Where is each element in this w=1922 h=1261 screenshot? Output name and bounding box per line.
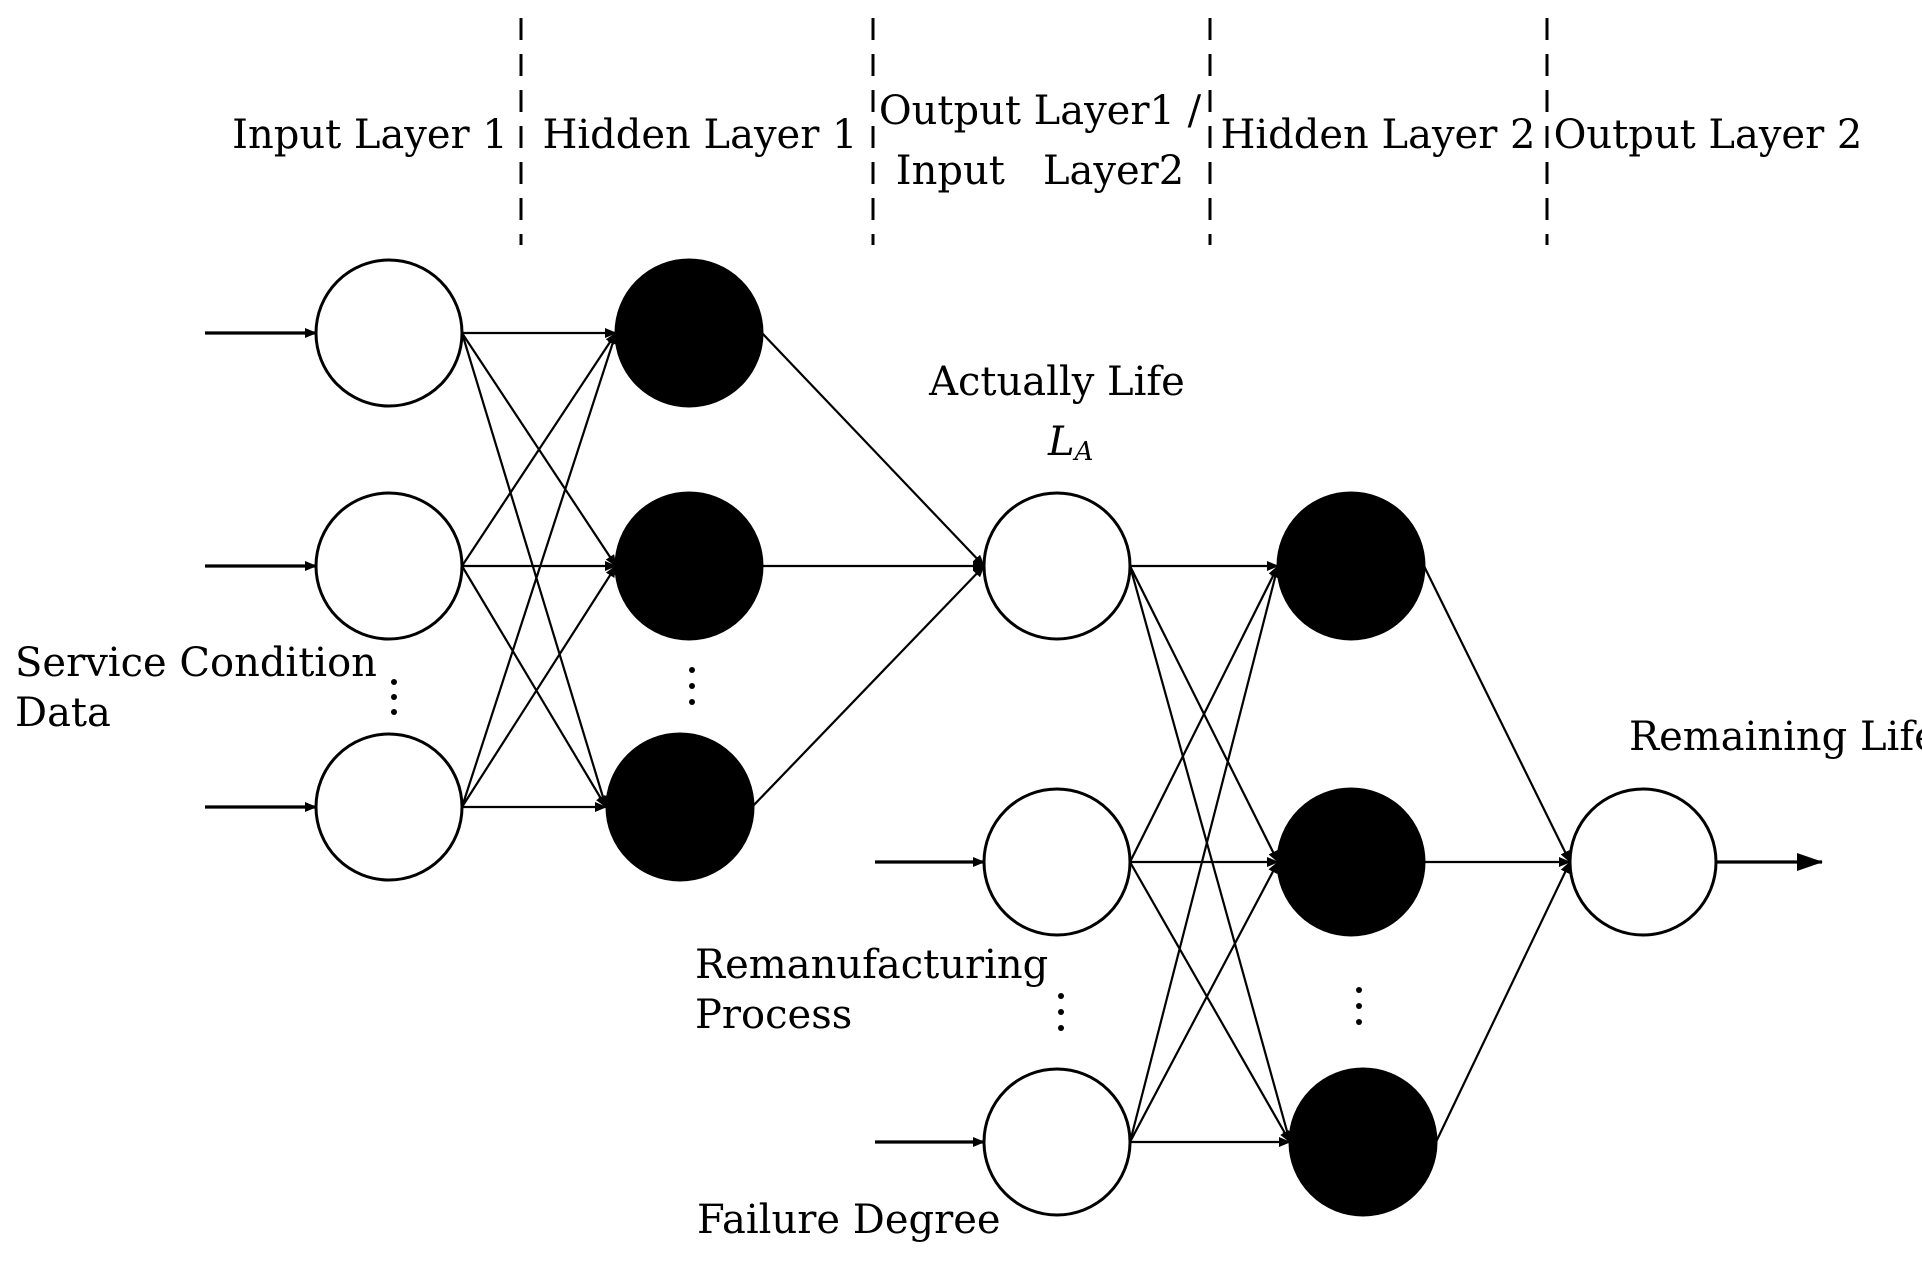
layer-headers: Input Layer 1 Hidden Layer 1 Output Laye… — [232, 88, 1862, 194]
edges-input1-hidden1 — [460, 328, 618, 812]
annotations: Service Condition Data Actually Life LA … — [15, 359, 1922, 1243]
input-arrows — [205, 328, 1823, 1147]
edge — [751, 565, 985, 808]
hidden-node-4 — [1276, 491, 1426, 641]
output-layer-1-nodes — [982, 491, 1132, 641]
layer-dividers — [519, 18, 1549, 245]
layer-label-input-1: Input Layer 1 — [232, 112, 508, 158]
life-symbol-main: L — [1047, 419, 1075, 465]
edges-hidden2-output2 — [1423, 565, 1571, 1143]
remanufacturing-label-line-1: Remanufacturing — [695, 942, 1048, 988]
output-node-remaining-life — [1568, 787, 1718, 937]
edge — [460, 332, 608, 808]
remanufacturing-label-line-2: Process — [695, 992, 852, 1038]
hidden-node-3 — [605, 732, 755, 882]
layer-label-input-2-line-2: Input Layer2 — [896, 148, 1184, 194]
hidden-layer-2-nodes — [1276, 491, 1438, 1217]
input-node-remanufacturing — [982, 787, 1132, 937]
input-node-1 — [314, 258, 464, 408]
edge — [1129, 861, 1291, 1143]
hidden-layer-1-ellipsis — [689, 667, 695, 705]
input-node-3 — [314, 732, 464, 882]
hidden-layer-2-ellipsis — [1356, 987, 1362, 1025]
edge — [761, 332, 985, 567]
edge — [461, 565, 607, 808]
edge — [1128, 565, 1292, 1143]
actually-life-label: Actually Life — [928, 359, 1185, 405]
edge — [460, 332, 618, 808]
life-symbol-subscript: A — [1073, 437, 1094, 467]
input-layer-1-ellipsis — [391, 679, 397, 715]
service-condition-label-line-1: Service Condition — [15, 640, 377, 686]
input-layer-2-ellipsis — [1058, 993, 1064, 1031]
edge — [1423, 565, 1571, 863]
service-condition-label-line-2: Data — [15, 690, 111, 736]
layer-label-hidden-1: Hidden Layer 1 — [543, 112, 858, 158]
remaining-life-label: Remaining Life — [1629, 714, 1922, 760]
hidden-node-2 — [614, 491, 764, 641]
input-node-2 — [314, 491, 464, 641]
edge — [1435, 861, 1571, 1143]
output-layer-2-nodes — [1568, 787, 1718, 937]
input-layer-2-extra-nodes — [982, 787, 1132, 1217]
edge — [1129, 565, 1279, 863]
edge — [461, 565, 617, 808]
input-layer-1-nodes — [314, 258, 464, 882]
hidden-node-1 — [614, 258, 764, 408]
layer-label-output-2: Output Layer 2 — [1554, 112, 1863, 158]
edges-input2-hidden2 — [1128, 561, 1292, 1147]
edges-hidden1-output1 — [751, 332, 985, 808]
layer-label-hidden-2: Hidden Layer 2 — [1221, 112, 1536, 158]
layer-label-output-1-line-1: Output Layer1 / — [879, 88, 1202, 134]
edge — [461, 332, 617, 567]
edge — [1129, 861, 1279, 1143]
hidden-layer-1-nodes — [605, 258, 764, 882]
output-node-actual-life — [982, 491, 1132, 641]
life-symbol: LA — [1047, 419, 1093, 467]
hidden-node-6 — [1288, 1067, 1438, 1217]
hidden-node-5 — [1276, 787, 1426, 937]
edge — [1128, 565, 1281, 1143]
failure-degree-label: Failure Degree — [697, 1197, 1001, 1243]
input-node-failure-degree — [982, 1067, 1132, 1217]
